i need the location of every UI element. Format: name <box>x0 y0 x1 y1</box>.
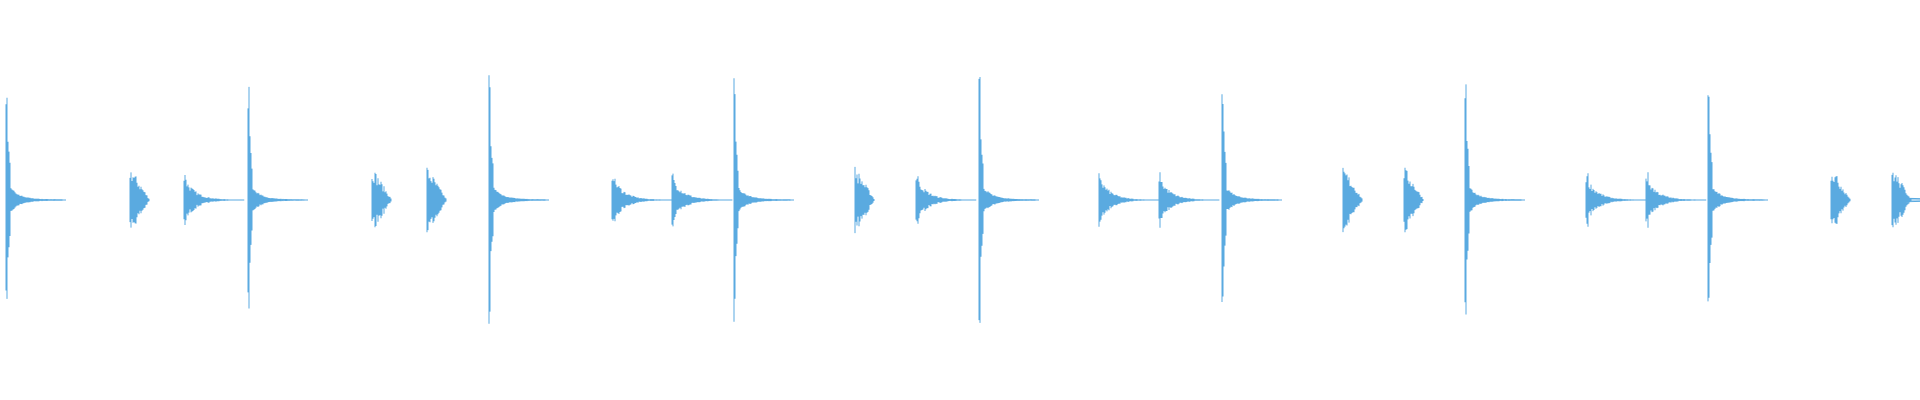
waveform-event-kick <box>247 86 308 309</box>
waveform-event-hat <box>915 176 977 224</box>
waveform-event-hat <box>183 175 245 225</box>
waveform-event-tick <box>854 166 875 234</box>
waveform-event-hat <box>1158 172 1220 228</box>
waveform-event-tick <box>1403 167 1424 233</box>
waveform-event-kick <box>978 77 1039 323</box>
waveform-event-hat <box>1585 173 1647 227</box>
waveform-event-kick <box>488 75 549 324</box>
waveform-event-kick <box>1464 84 1525 315</box>
waveform-event-kick <box>1707 95 1768 302</box>
waveform-event-hat <box>671 173 733 227</box>
waveform-event-tick <box>1342 167 1363 233</box>
waveform-event-hat <box>1098 173 1160 227</box>
waveform-event-kick <box>1221 94 1282 302</box>
waveform-event-tick <box>129 172 150 228</box>
waveform-event-kick <box>733 78 794 322</box>
waveform-event-hat <box>611 178 673 222</box>
waveform-event-tick <box>371 172 392 228</box>
waveform-event-hat <box>1645 172 1707 228</box>
waveform-event-tick <box>426 167 447 233</box>
waveform-event-kick <box>5 97 66 299</box>
waveform-event-tick <box>1891 172 1920 228</box>
waveform-event-tick <box>1830 176 1851 224</box>
